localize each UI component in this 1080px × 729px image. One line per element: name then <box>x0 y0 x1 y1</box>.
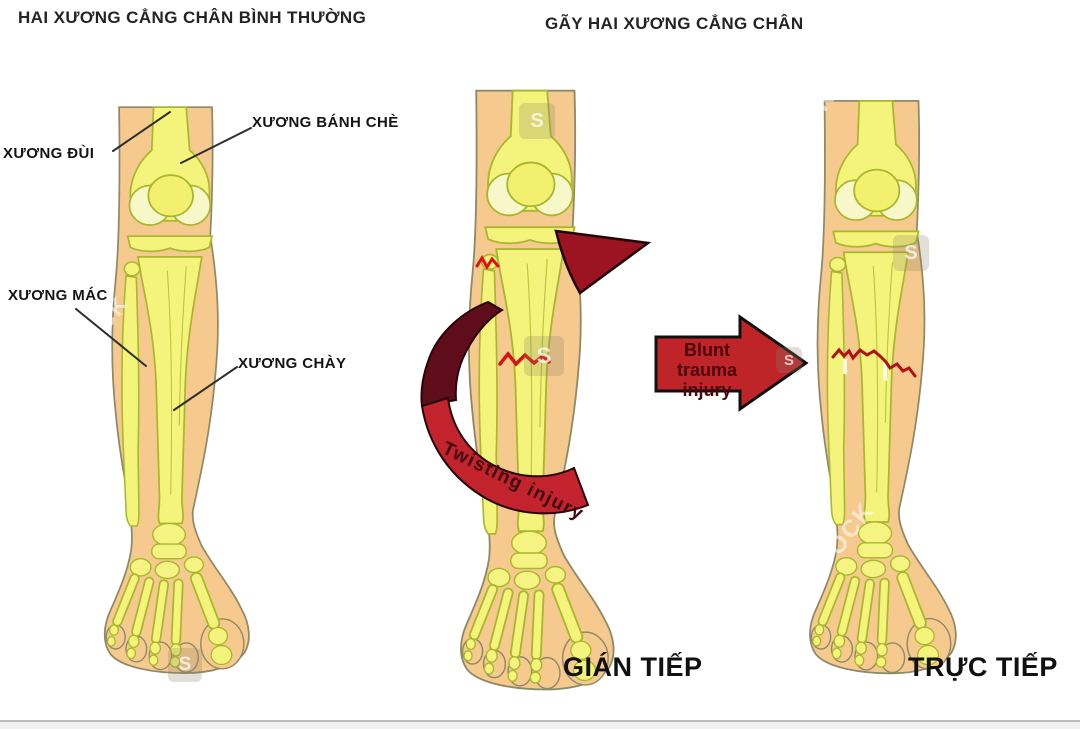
leg-illustration-indirect-fracture <box>438 62 620 720</box>
watermark-icon: S <box>776 347 802 373</box>
watermark-icon: S <box>893 235 929 271</box>
label-femur: XƯƠNG ĐÙI <box>3 145 95 162</box>
panel-title-normal: HAI XƯƠNG CẲNG CHÂN BÌNH THƯỜNG <box>18 8 367 27</box>
blunt-arrow-label-line2: injury <box>682 380 732 400</box>
blunt-arrow-label: Blunt trauma injury <box>654 340 760 400</box>
watermark-icon: S <box>524 336 564 376</box>
label-tibia: XƯƠNG CHÀY <box>238 355 347 372</box>
blunt-arrow-label-line1: Blunt trauma <box>676 340 738 380</box>
caption-indirect: GIÁN TIẾP <box>563 652 703 682</box>
panel-title-fracture: GÃY HAI XƯƠNG CẲNG CHÂN <box>545 14 804 33</box>
leg-illustration-direct-fracture <box>788 63 962 713</box>
leg-illustration-normal <box>83 63 255 719</box>
label-patella: XƯƠNG BÁNH CHÈ <box>252 114 399 131</box>
watermark-icon: S <box>519 103 555 139</box>
watermark-icon: S <box>168 648 202 682</box>
image-bottom-border <box>0 720 1080 729</box>
caption-direct: TRỰC TIẾP <box>908 652 1058 682</box>
label-fibula: XƯƠNG MÁC <box>8 287 108 304</box>
